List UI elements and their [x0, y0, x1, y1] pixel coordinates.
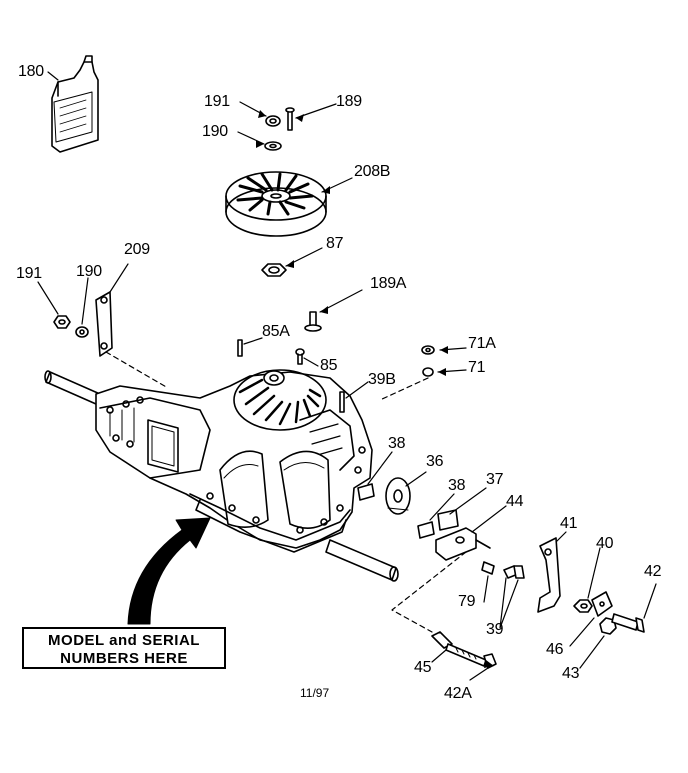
date-code: 11/97	[300, 686, 330, 700]
part-label-189: 189	[336, 93, 362, 110]
part-label-87: 87	[326, 235, 344, 252]
part-label-41: 41	[560, 515, 578, 532]
nut-87	[261, 263, 287, 277]
small-pins	[237, 339, 435, 377]
part-label-71a: 71A	[468, 335, 496, 352]
part-label-208b: 208B	[354, 163, 391, 180]
part-label-39: 39	[486, 621, 504, 638]
model-location-arrow	[127, 517, 211, 625]
part-label-42: 42	[644, 563, 662, 580]
part-label-190-left: 190	[76, 263, 102, 280]
part-label-36: 36	[426, 453, 444, 470]
part-label-46: 46	[546, 641, 564, 658]
part-label-190-top: 190	[202, 123, 228, 140]
bolt-189a	[304, 311, 322, 332]
part-label-40: 40	[596, 535, 614, 552]
part-label-85: 85	[320, 357, 338, 374]
notice-line-2: NUMBERS HERE	[60, 650, 188, 667]
left-fasteners	[53, 291, 113, 357]
part-label-209: 209	[124, 241, 150, 258]
part-label-180: 180	[18, 63, 44, 80]
part-label-44: 44	[506, 493, 524, 510]
part-label-71: 71	[468, 359, 486, 376]
part-label-42a: 42A	[444, 685, 472, 702]
notice-line-1: MODEL and SERIAL	[48, 632, 200, 649]
part-label-38-b: 38	[448, 477, 466, 494]
part-label-37: 37	[486, 471, 504, 488]
model-serial-notice: MODEL and SERIAL NUMBERS HERE	[22, 627, 226, 669]
part-label-38-a: 38	[388, 435, 406, 452]
arrowheads	[256, 110, 494, 668]
part-label-39b: 39B	[368, 371, 396, 388]
leader-lines	[37, 71, 657, 681]
part-label-191-left: 191	[16, 265, 42, 282]
part-label-191-top: 191	[204, 93, 230, 110]
dashed-guides	[105, 351, 467, 633]
part-label-85a: 85A	[262, 323, 290, 340]
transaxle-body	[44, 369, 399, 582]
fan-pulley-part	[225, 171, 327, 237]
part-label-43: 43	[562, 665, 580, 682]
part-label-45: 45	[414, 659, 432, 676]
part-label-79: 79	[458, 593, 476, 610]
oil-bottle-part	[51, 55, 99, 153]
part-label-189a: 189A	[370, 275, 407, 292]
top-fasteners	[264, 107, 295, 151]
rod-and-bolt	[431, 631, 497, 669]
brake-arm-parts	[537, 537, 645, 635]
